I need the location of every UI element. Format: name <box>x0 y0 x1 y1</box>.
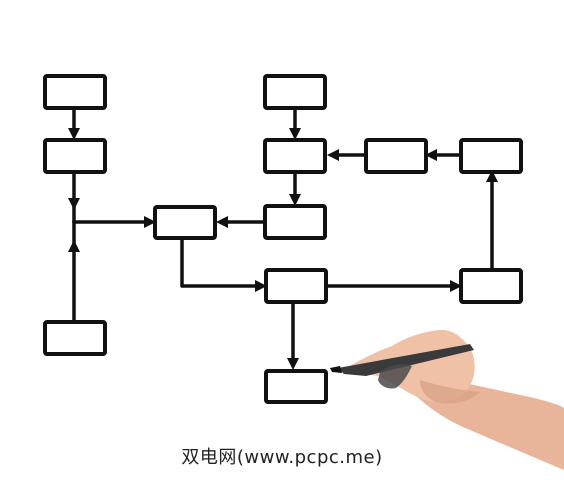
edge-n12right-n11-arrowhead <box>486 170 498 182</box>
edge-n6-n5-arrowhead <box>216 216 228 228</box>
node-n12 <box>459 268 523 304</box>
watermark-text: 双电网(www.pcpc.me) <box>181 447 383 468</box>
marker-tip <box>330 366 342 373</box>
node-n2 <box>43 138 107 174</box>
node-n13 <box>264 369 328 404</box>
edge-n1-n2-arrowhead <box>68 128 80 140</box>
hand-shading <box>420 380 480 404</box>
edge-n4-arrowhead <box>68 240 80 252</box>
edge-n8-n6-arrowhead <box>289 194 301 206</box>
edge-n9-n11-arrowhead <box>450 280 462 292</box>
node-n11 <box>459 138 523 174</box>
node-n5 <box>153 205 217 240</box>
node-n10 <box>364 138 428 174</box>
edge-junction-n5-arrowhead <box>144 216 156 228</box>
edge-n11-n10-arrowhead <box>425 149 437 161</box>
edge-n9-n12-arrowhead <box>287 358 299 370</box>
edge-n5-n9 <box>180 236 260 288</box>
edge-n5-n9-arrowhead <box>255 280 267 292</box>
node-n4 <box>43 320 107 356</box>
node-n8 <box>263 138 327 174</box>
node-n6 <box>263 204 327 240</box>
marker-icon <box>338 344 474 376</box>
knuckle-shadow <box>378 364 412 389</box>
node-n7 <box>263 74 327 110</box>
node-n1 <box>43 74 107 110</box>
hand-illustration <box>330 329 564 470</box>
nodes <box>43 74 523 404</box>
connectors <box>68 106 498 370</box>
edge-n10-n8-arrowhead <box>327 149 339 161</box>
node-n9 <box>264 268 328 304</box>
edge-n7-n8-arrowhead <box>289 128 301 140</box>
edge-n2-arrowhead <box>68 198 80 210</box>
